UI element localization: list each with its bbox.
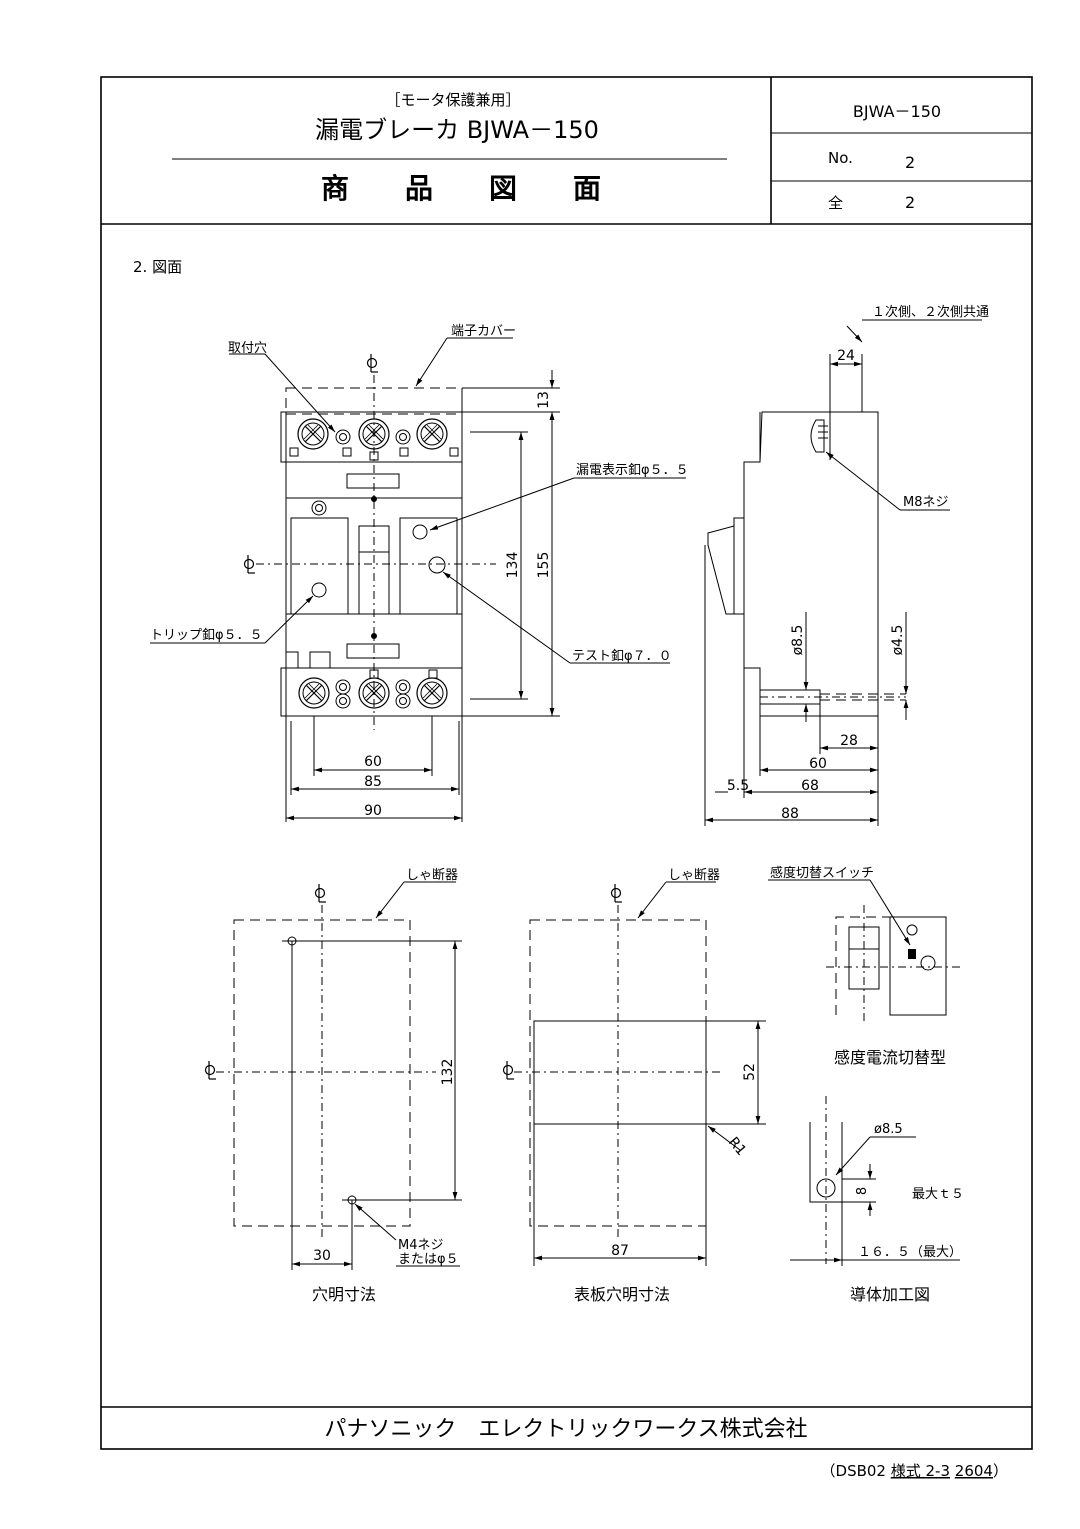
sensitivity-switch-view: 感度切替スイッチ 感度電流切替型 [768,865,964,1067]
terminal-screw-icon [416,677,448,709]
label-sensitivity-switch: 感度切替スイッチ [770,865,874,881]
dim-d85-side: ø8.5 [790,625,806,656]
label-test-button: テスト釦φ７．０ [572,648,672,664]
centerline-symbol-icon [243,554,256,574]
conductor-view: ø8.5 8 最大ｔ５ １６．５（最大） 導体加工図 [790,1096,964,1304]
dim-d85-conductor: ø8.5 [874,1122,903,1137]
label-breaker-2: しゃ断器 [668,868,720,883]
centerline-symbol-icon [314,883,327,903]
sheet-no-label: No. [828,149,853,167]
label-trip-button: トリップ釦φ５．５ [150,627,263,643]
sheet-border [100,76,1033,1450]
sheet-no-value: 2 [905,153,915,172]
label-breaker: しゃ断器 [406,868,458,883]
leak-indicator-button [412,524,428,540]
dim-85-front: 85 [364,774,382,790]
trip-button [311,582,327,598]
label-m8-screw: M8ネジ [903,495,949,510]
caption-panel-cutout: 表板穴明寸法 [574,1285,670,1304]
dim-r1: R1 [725,1134,749,1159]
section-label: 2. 図面 [133,258,182,276]
dim-60-front: 60 [364,754,382,770]
label-terminal-cover: 端子カバー [451,324,516,339]
terminal-screw-icon [335,429,351,445]
terminal-screw-icon [297,418,329,450]
dim-165-max: １６．５（最大） [858,1245,962,1260]
label-or-phi5: またはφ５ [398,1252,459,1267]
dim-132: 132 [440,1059,456,1086]
dim-60-side: 60 [809,756,827,772]
hole-view: 132 30 しゃ断器 M4ネジ またはφ５ 穴明寸法 [204,868,462,1304]
dim-68: 68 [801,778,819,794]
form-number: 様式 2-3 [891,1462,950,1480]
panel-cutout-view: 52 R1 87 しゃ断器 表板穴明寸法 [502,868,766,1304]
dim-24: 24 [837,348,855,364]
terminal-screw-icon [416,418,448,450]
form-prefix: （DSB02 [821,1462,891,1480]
terminal-screw-icon [298,677,330,709]
caption-conductor-processing: 導体加工図 [850,1285,930,1304]
caption-sensitivity-type: 感度電流切替型 [834,1048,946,1067]
label-mounting-hole: 取付穴 [228,341,267,356]
dim-13: 13 [536,391,552,409]
title-subtitle: ［モータ保護兼用］ [385,91,520,109]
dim-52: 52 [742,1063,758,1081]
label-common-note: １次側、２次側共通 [872,304,989,320]
dim-87: 87 [611,1243,629,1259]
sheet-total-value: 2 [905,193,915,212]
company-name: パナソニック エレクトリックワークス株式会社 [324,1417,807,1442]
side-view: 24 １次側、２次側共通 M8ネジ ø8.5 ø4.5 28 60 68 5.5… [704,304,989,826]
dim-8: 8 [855,1187,870,1195]
centerline-symbol-icon [366,353,379,373]
conductor-hole [816,1178,836,1198]
terminal-screw-icon [395,429,411,445]
drawing-heading: 商 品 図 面 [321,172,601,205]
dim-28: 28 [840,733,858,749]
dim-88: 88 [781,806,799,822]
centerline-symbol-icon [204,1060,217,1080]
form-revision: 2604 [955,1462,993,1480]
dim-55: 5.5 [727,778,749,794]
form-code: （DSB02 様式 2-3 2604） [821,1462,1008,1480]
label-m4-screw: M4ネジ [398,1238,444,1253]
dim-90-front: 90 [364,803,382,819]
model-code: BJWA－150 [853,102,941,121]
dim-134: 134 [505,552,521,579]
sheet-total-label: 全 [828,194,843,212]
label-leak-indicator: 漏電表示釦φ５．５ [576,462,689,478]
front-view: 13 134 155 60 85 90 取付穴 端子カバー 漏電表示釦φ５．５ … [150,324,689,822]
sensitivity-switch [908,949,916,959]
dim-d45-side: ø4.5 [890,625,906,656]
centerline-symbol-icon [610,883,623,903]
product-title: 漏電ブレーカ BJWA－150 [315,116,599,144]
form-suffix: ） [993,1462,1008,1480]
dim-30: 30 [313,1248,331,1264]
centerline-symbol-icon [502,1060,515,1080]
test-button [428,556,446,574]
dim-155: 155 [536,552,552,579]
label-max-t5: 最大ｔ５ [912,1187,964,1202]
caption-hole-dimensions: 穴明寸法 [312,1285,376,1304]
